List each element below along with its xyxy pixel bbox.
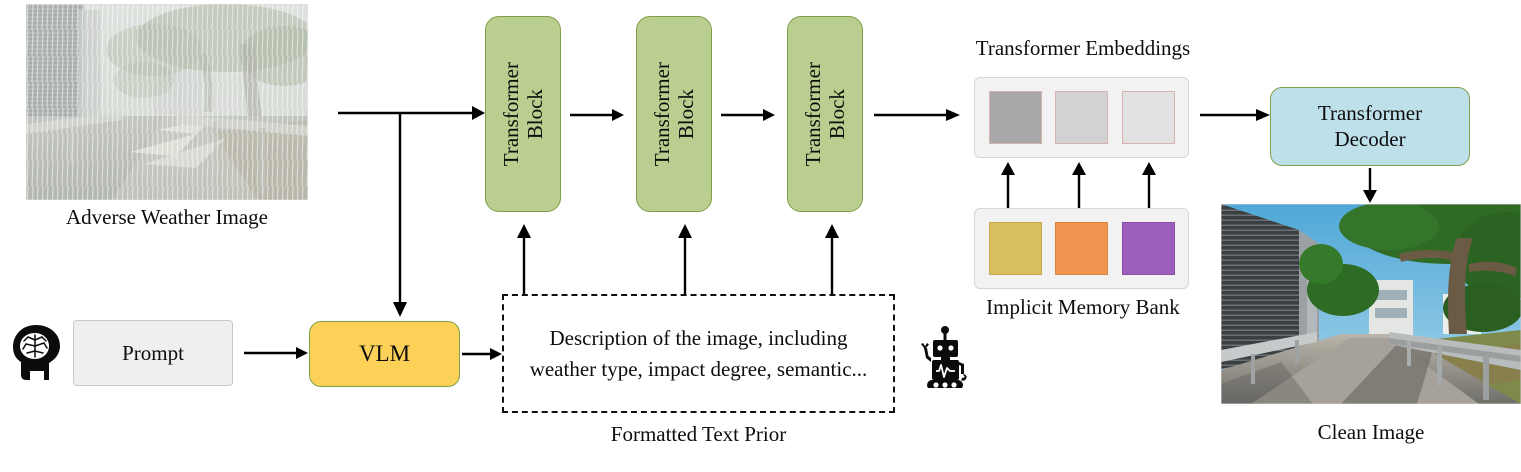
transformer-block-1[interactable]: Transformer Block — [485, 16, 561, 212]
arrow-memory-3-to-embedding-3 — [1142, 162, 1156, 208]
transformer-block-3-line2: Block — [825, 88, 849, 140]
formatted-text-prior-caption: Formatted Text Prior — [610, 422, 787, 446]
arrow-block2-to-block3 — [721, 109, 775, 121]
transformer-block-2-line1: Transformer — [649, 61, 674, 167]
transformer-block-2-line2: Block — [674, 88, 698, 140]
embedding-token-1 — [988, 91, 1042, 144]
implicit-memory-bank-panel — [974, 208, 1189, 289]
transformer-block-1-line2: Block — [523, 88, 547, 140]
embedding-token-2 — [1055, 91, 1108, 144]
vlm-label: VLM — [358, 341, 411, 366]
transformer-block-3-line1: Transformer — [800, 61, 825, 167]
robot-icon — [914, 324, 976, 390]
clean-image-caption: Clean Image — [1317, 420, 1425, 444]
arrow-memory-2-to-embedding-2 — [1072, 162, 1086, 208]
transformer-decoder-box[interactable]: Transformer Decoder — [1270, 87, 1470, 166]
arrow-text-prior-to-block2 — [678, 224, 692, 296]
arrow-text-prior-to-block3 — [825, 224, 839, 296]
transformer-embeddings-panel — [974, 77, 1189, 158]
vlm-box[interactable]: VLM — [309, 321, 460, 387]
arrow-image-branch — [338, 106, 485, 317]
transformer-block-2[interactable]: Transformer Block — [636, 16, 712, 212]
memory-slot-3 — [1121, 222, 1175, 275]
transformer-decoder-label: Transformer Decoder — [1318, 101, 1422, 151]
transformer-decoder-line2: Decoder — [1334, 126, 1406, 151]
formatted-text-prior-box: Description of the image, including weat… — [502, 294, 895, 413]
memory-slot-2 — [1055, 222, 1108, 275]
transformer-block-1-label: Transformer Block — [499, 62, 547, 166]
transformer-decoder-line1: Transformer — [1317, 101, 1423, 126]
prompt-box[interactable]: Prompt — [73, 320, 233, 386]
adverse-weather-image — [26, 4, 308, 200]
prompt-label: Prompt — [122, 340, 184, 365]
transformer-embeddings-caption: Transformer Embeddings — [975, 36, 1191, 60]
arrow-prompt-to-vlm — [244, 347, 308, 359]
arrow-block1-to-block2 — [570, 109, 624, 121]
arrow-memory-1-to-embedding-1 — [1001, 162, 1015, 208]
transformer-block-3-label: Transformer Block — [801, 62, 849, 166]
arrow-block3-to-embeddings — [874, 109, 960, 121]
transformer-block-3[interactable]: Transformer Block — [787, 16, 863, 212]
arrow-embeddings-to-decoder — [1200, 109, 1270, 121]
clean-image — [1221, 204, 1521, 404]
memory-slot-1 — [988, 222, 1042, 275]
formatted-text-prior-body: Description of the image, including weat… — [529, 326, 868, 381]
embedding-token-3 — [1121, 91, 1175, 144]
arrow-vlm-to-text-prior — [462, 348, 502, 360]
arrow-decoder-to-clean-image — [1363, 168, 1377, 203]
brain-head-icon — [8, 323, 66, 383]
adverse-weather-image-caption: Adverse Weather Image — [66, 205, 268, 229]
implicit-memory-bank-caption: Implicit Memory Bank — [986, 295, 1180, 319]
arrow-text-prior-to-block1 — [517, 224, 531, 296]
transformer-block-1-line1: Transformer — [498, 61, 523, 167]
transformer-block-2-label: Transformer Block — [650, 62, 698, 166]
